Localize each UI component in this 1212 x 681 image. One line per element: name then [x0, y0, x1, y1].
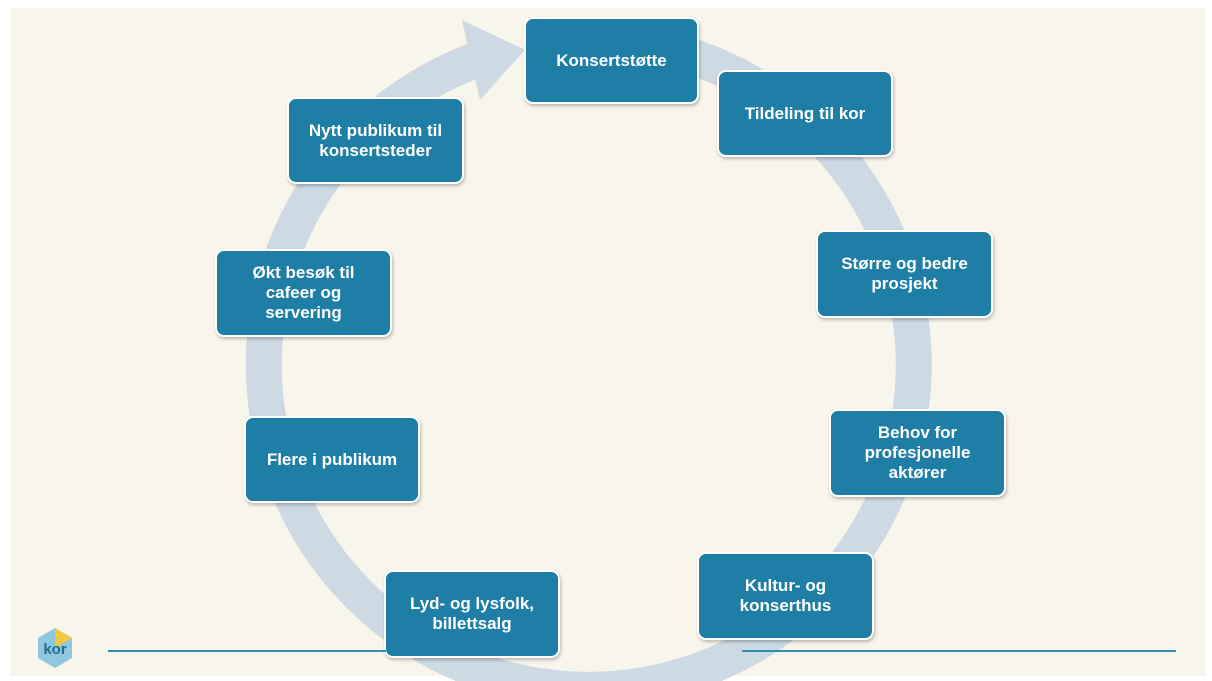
slide-canvas: [10, 8, 1206, 676]
node-lyd-og-lysfolk: Lyd- og lysfolk, billettsalg: [384, 570, 560, 658]
footer-line-right: [742, 650, 1176, 652]
node-flere-i-publikum: Flere i publikum: [244, 416, 420, 503]
node-tildeling-til-kor: Tildeling til kor: [717, 70, 893, 157]
node-behov-for-profesjonelle-aktorer: Behov for profesjonelle aktører: [829, 409, 1006, 497]
kor-logo-icon: kor: [38, 628, 72, 668]
svg-text:kor: kor: [43, 641, 67, 658]
arrow-head-icon: [462, 20, 525, 100]
node-konsertstotte: Konsertstøtte: [524, 17, 699, 104]
node-okt-besok: Økt besøk til cafeer og servering: [215, 249, 392, 337]
node-nytt-publikum: Nytt publikum til konsertsteder: [287, 97, 464, 184]
node-storre-og-bedre-prosjekt: Større og bedre prosjekt: [816, 230, 993, 318]
node-kultur-og-konserthus: Kultur- og konserthus: [697, 552, 874, 640]
footer-line-left: [108, 650, 386, 652]
